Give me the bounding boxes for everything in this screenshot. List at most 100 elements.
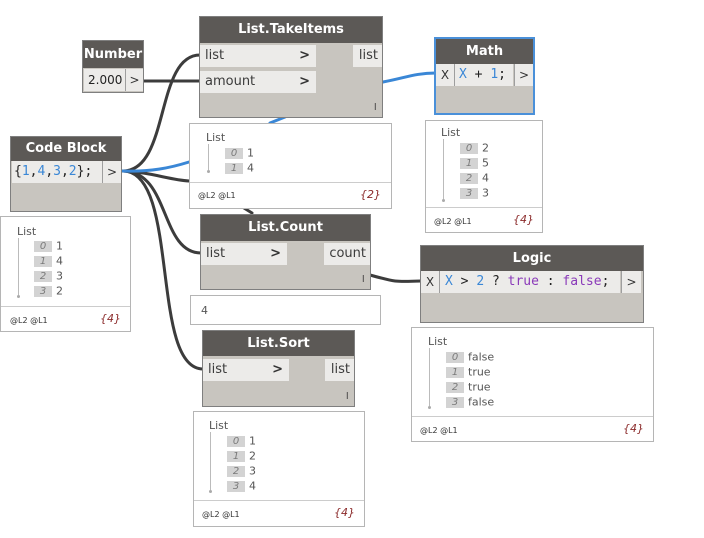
list-sort-node[interactable]: List.Sort list> list l — [202, 330, 355, 407]
logic-formula-editor[interactable]: X > 2 ? true : false; — [440, 271, 620, 293]
code-brace-close: }; — [76, 164, 93, 179]
take-items-list-input[interactable]: list> — [200, 45, 316, 67]
formula-end: ; — [601, 274, 610, 289]
preview-tree-dot — [428, 406, 431, 409]
formula-num: 2 — [476, 274, 485, 289]
code-block-output-port[interactable]: > — [102, 161, 121, 183]
logic-output-port[interactable]: > — [621, 271, 641, 293]
preview-index: 3 — [446, 396, 464, 408]
preview-tree-dot — [442, 199, 445, 202]
number-output-port[interactable]: > — [125, 69, 143, 91]
list-count-list-input[interactable]: list> — [201, 243, 287, 265]
formula-var: X — [459, 67, 467, 82]
preview-levels: @L2 @L1 — [420, 426, 458, 435]
take-items-amount-input[interactable]: amount> — [200, 71, 316, 93]
logic-title: Logic — [421, 246, 643, 271]
math-formula-editor[interactable]: X + 1; — [455, 64, 513, 86]
formula-colon: : — [538, 274, 563, 289]
list-count-node[interactable]: List.Count list> count l — [200, 214, 371, 290]
list-sort-lacing-icon[interactable]: l — [346, 392, 349, 402]
wire-count-to-logic[interactable] — [368, 273, 423, 283]
preview-index: 1 — [227, 450, 245, 462]
list-sort-list-output[interactable]: list — [325, 359, 354, 381]
preview-index: 1 — [460, 157, 478, 169]
preview-tree-line — [429, 348, 430, 406]
preview-list-header: List — [206, 131, 226, 144]
code-value-4: 2 — [68, 164, 77, 179]
take-items-list-output[interactable]: list — [353, 45, 382, 67]
number-value-field[interactable]: 2.000 — [84, 69, 125, 91]
list-sort-title: List.Sort — [203, 331, 354, 356]
preview-value: 3 — [482, 186, 489, 200]
list-sort-list-input[interactable]: list> — [203, 359, 289, 381]
preview-index: 3 — [227, 480, 245, 492]
list-count-lacing-icon[interactable]: l — [362, 275, 365, 285]
preview-list-header: List — [441, 126, 461, 139]
preview-value: 4 — [249, 479, 256, 493]
wire-codeblock-to-takeitems-list[interactable] — [121, 53, 202, 173]
preview-value: 2 — [482, 141, 489, 155]
preview-count: {4} — [513, 213, 534, 226]
math-node[interactable]: Math X X + 1; > — [434, 37, 535, 115]
preview-index: 1 — [225, 162, 243, 174]
preview-tree-line — [210, 432, 211, 490]
math-output-port[interactable]: > — [514, 64, 533, 86]
formula-end: ; — [498, 67, 506, 82]
preview-count: {4} — [334, 506, 355, 519]
preview-value: 3 — [249, 464, 256, 478]
take-items-node[interactable]: List.TakeItems list> amount> list l — [199, 16, 383, 118]
preview-value: true — [468, 380, 491, 394]
preview-index: 0 — [225, 147, 243, 159]
number-node-title: Number — [83, 41, 143, 68]
code-block-editor[interactable]: {1,4,3,2}; — [12, 161, 102, 183]
preview-index: 2 — [34, 270, 52, 282]
wire-codeblock-to-count[interactable] — [121, 169, 203, 255]
wire-takeitems-to-math-upper[interactable] — [381, 71, 438, 84]
preview-value: true — [468, 365, 491, 379]
logic-x-input[interactable]: X — [421, 271, 440, 293]
preview-value: false — [468, 350, 495, 364]
logic-node[interactable]: Logic X X > 2 ? true : false; > — [420, 245, 644, 323]
code-comma-3: , — [60, 164, 69, 179]
chevron-right-icon: > — [272, 362, 283, 377]
math-x-input[interactable]: X — [436, 64, 455, 86]
code-block-node[interactable]: Code Block {1,4,3,2}; > — [10, 136, 122, 212]
preview-list-header: List — [209, 419, 229, 432]
port-label: list — [205, 48, 225, 63]
preview-index: 0 — [446, 351, 464, 363]
preview-list-header: List — [17, 225, 37, 238]
number-node[interactable]: Number 2.000 > — [82, 40, 144, 93]
code-value-1: 1 — [21, 164, 30, 179]
list-count-count-output[interactable]: count — [324, 243, 370, 265]
preview-value: 4 — [482, 171, 489, 185]
preview-index: 3 — [34, 285, 52, 297]
preview-value: 3 — [56, 269, 63, 283]
list-count-preview[interactable]: 4 — [190, 295, 381, 325]
list-count-title: List.Count — [201, 215, 370, 241]
preview-index: 3 — [460, 187, 478, 199]
wire-takeitems-to-math-mid — [268, 115, 287, 125]
preview-count: {4} — [623, 422, 644, 435]
take-items-lacing-icon[interactable]: l — [374, 103, 377, 113]
preview-value: 1 — [247, 146, 254, 160]
code-comma-2: , — [45, 164, 54, 179]
wire-codeblock-to-sort[interactable] — [121, 169, 205, 371]
math-title: Math — [436, 39, 533, 64]
code-comma-1: , — [29, 164, 38, 179]
port-label: list — [206, 246, 226, 261]
preview-item: 0 false — [446, 350, 494, 364]
take-items-title: List.TakeItems — [200, 17, 382, 43]
